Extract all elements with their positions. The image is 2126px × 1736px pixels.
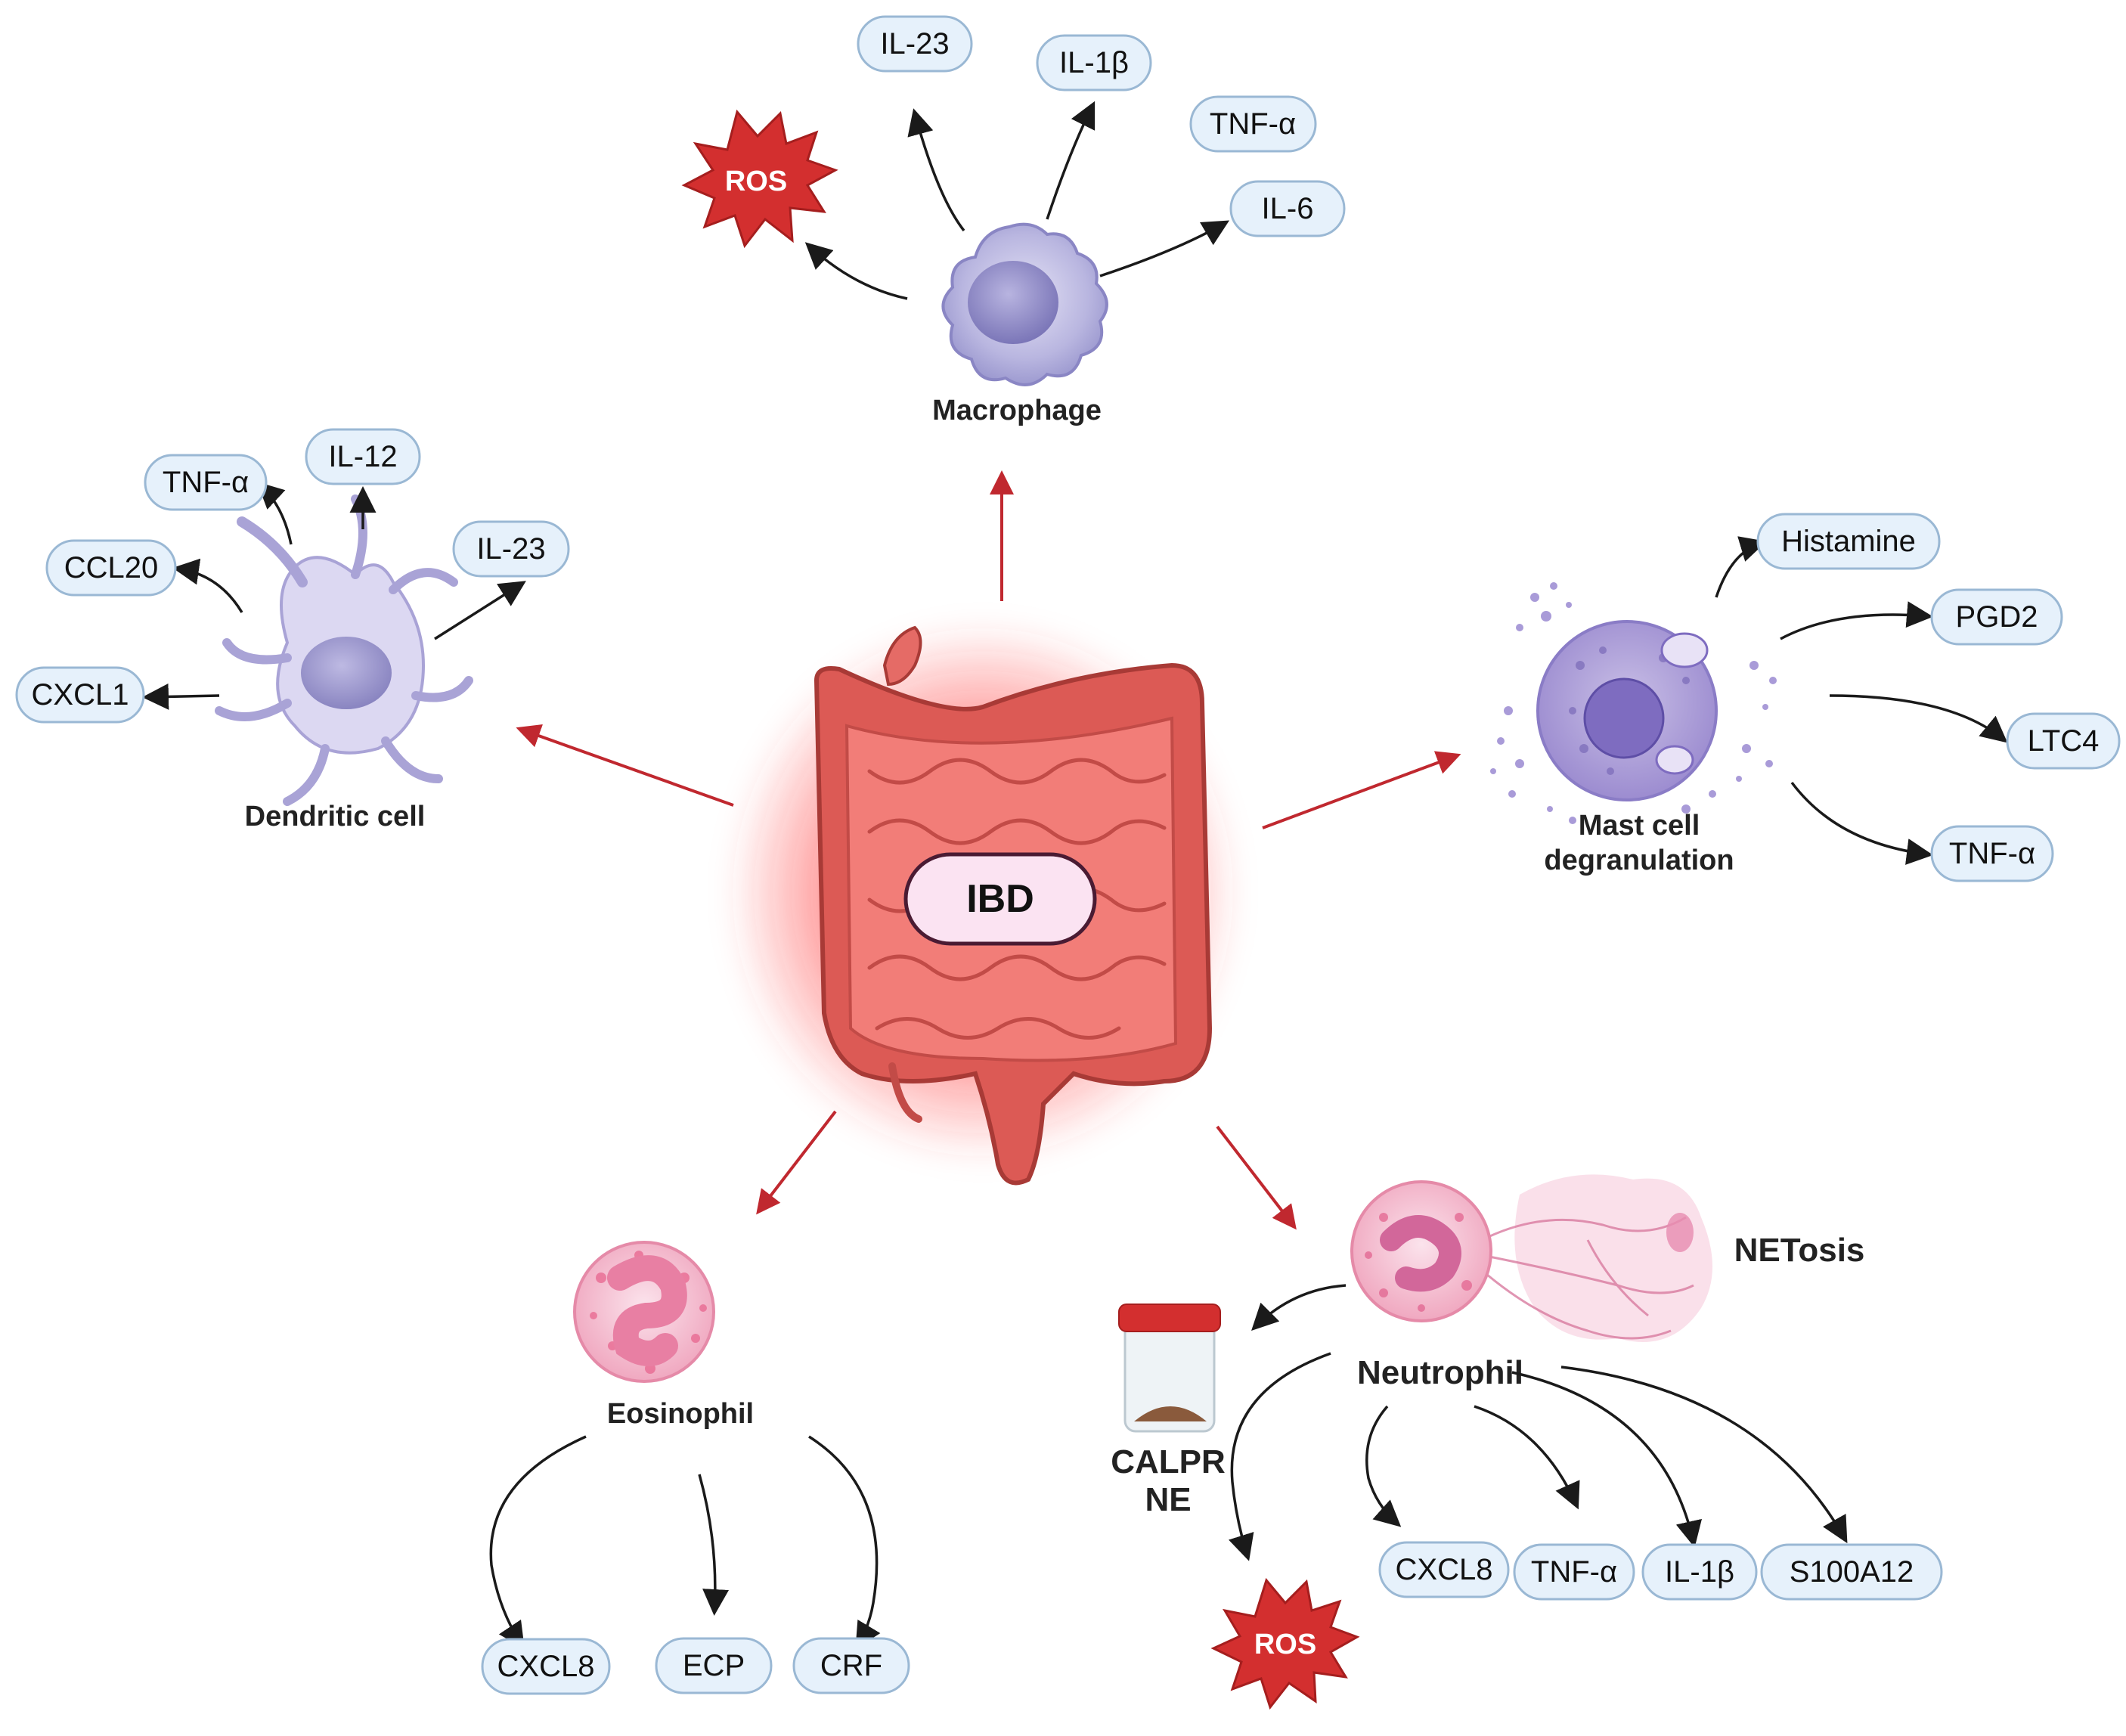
mast-cell: [1490, 582, 1777, 824]
calprotectin-label-line1: CALPR: [1111, 1443, 1226, 1480]
eosinophil-crf-pill: CRF: [792, 1637, 910, 1694]
arrow-to-neutrophil: [1216, 1125, 1297, 1230]
ibd-text: IBD: [966, 877, 1034, 921]
calprotectin-label-line2: NE: [1145, 1481, 1191, 1518]
dendritic-ccl20-pill: CCL20: [45, 539, 177, 597]
mast-histamine-text: Histamine: [1781, 525, 1916, 558]
macrophage-il1b-text: IL-1β: [1059, 46, 1129, 79]
dendritic-cxcl1-text: CXCL1: [32, 678, 129, 711]
macrophage-il23-text: IL-23: [880, 27, 949, 60]
neutrophil-tnfa-text: TNF-α: [1531, 1555, 1617, 1589]
eosinophil-label: Eosinophil: [607, 1398, 754, 1430]
neutrophil-il1b-text: IL-1β: [1665, 1555, 1734, 1589]
neutrophil-tnfa-pill: TNF-α: [1513, 1543, 1635, 1601]
macrophage-il23-pill: IL-23: [857, 15, 973, 73]
macrophage-il6-text: IL-6: [1262, 192, 1314, 225]
macrophage-il1b-pill: IL-1β: [1036, 34, 1152, 91]
neutrophil-arrows: [1228, 1284, 1848, 1561]
dendritic-il12-pill: IL-12: [305, 428, 421, 485]
eosinophil-cxcl8-text: CXCL8: [497, 1650, 595, 1683]
macrophage-label: Macrophage: [932, 395, 1102, 426]
center-arrows: [516, 470, 1461, 1230]
mast-label-line2: degranulation: [1544, 845, 1734, 876]
net-illustration: [1481, 1174, 1712, 1342]
ibd-label: IBD: [903, 852, 1097, 946]
neutrophil-cxcl8-text: CXCL8: [1396, 1553, 1493, 1586]
mast-label-line1: Mast cell: [1579, 810, 1700, 842]
neutrophil-il1b-pill: IL-1β: [1641, 1543, 1758, 1601]
neutrophil-label: Neutrophil: [1357, 1354, 1523, 1391]
arrow-to-eosinophil: [756, 1110, 837, 1215]
dendritic-tnfa-pill: TNF-α: [144, 454, 268, 511]
eosinophil-ecp-pill: ECP: [655, 1637, 773, 1694]
neutrophil-s100a12-text: S100A12: [1790, 1555, 1914, 1589]
dendritic-il12-text: IL-12: [328, 440, 397, 473]
macrophage-tnfa-text: TNF-α: [1210, 107, 1296, 141]
mast-ltc4-pill: LTC4: [2006, 712, 2121, 770]
neutrophil-ros: ROS: [1210, 1577, 1360, 1710]
dendritic-ccl20-text: CCL20: [64, 551, 159, 584]
dendritic-tnfa-text: TNF-α: [163, 466, 249, 499]
arrow-to-mast: [1262, 751, 1461, 829]
eosinophil-crf-text: CRF: [820, 1649, 882, 1682]
eosinophil-ecp-text: ECP: [683, 1649, 745, 1682]
eosinophil-arrows: [489, 1435, 881, 1650]
macrophage-ros: ROS: [681, 109, 838, 249]
mast-histamine-pill: Histamine: [1756, 513, 1941, 570]
netosis-label: NETosis: [1734, 1232, 1865, 1269]
neutrophil-cxcl8-pill: CXCL8: [1378, 1541, 1510, 1598]
macrophage-arrows: [804, 101, 1230, 300]
macrophage-il6-pill: IL-6: [1229, 180, 1346, 237]
mast-tnfa-pill: TNF-α: [1930, 825, 2054, 882]
eosinophil-cell: [573, 1241, 715, 1383]
eosinophil-cxcl8-pill: CXCL8: [481, 1638, 611, 1695]
neutrophil-cell: [1350, 1180, 1492, 1322]
mast-ltc4-text: LTC4: [2028, 724, 2100, 758]
macrophage-cell: [941, 222, 1108, 386]
neutrophil-ros-text: ROS: [1254, 1629, 1316, 1660]
dendritic-il23-text: IL-23: [476, 532, 545, 566]
mast-pgd2-text: PGD2: [1956, 600, 2038, 634]
macrophage-tnfa-pill: TNF-α: [1189, 95, 1317, 153]
dendritic-cxcl1-pill: CXCL1: [15, 666, 145, 724]
dendritic-il23-pill: IL-23: [452, 520, 570, 578]
mast-pgd2-pill: PGD2: [1930, 588, 2063, 646]
macrophage-ros-text: ROS: [725, 166, 787, 197]
calprotectin-jar-icon: [1118, 1304, 1221, 1433]
mast-tnfa-text: TNF-α: [1949, 837, 2035, 870]
mast-arrows: [1715, 536, 2008, 865]
arrow-to-dendritic: [516, 724, 734, 807]
dendritic-cell: [215, 494, 473, 806]
dendritic-label: Dendritic cell: [245, 801, 426, 832]
neutrophil-s100a12-pill: S100A12: [1760, 1543, 1943, 1601]
